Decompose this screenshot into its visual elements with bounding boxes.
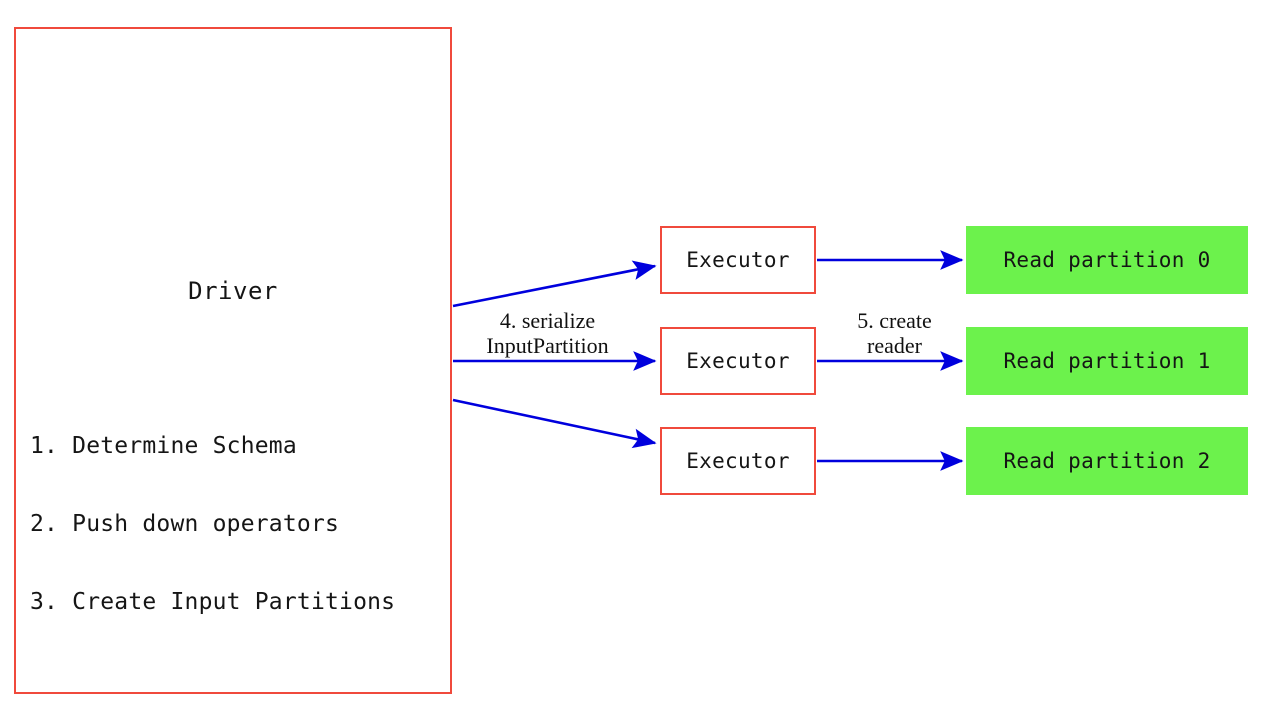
driver-step-2: 2. Push down operators xyxy=(30,511,340,537)
executor-box-2: Executor xyxy=(660,427,816,495)
arrow-label-serialize-input-partition: 4. serialize InputPartition xyxy=(455,308,640,358)
arrow-label-create-reader-line2: reader xyxy=(867,333,922,358)
arrow-driver-to-executor-0 xyxy=(452,260,657,308)
read-partition-box-2: Read partition 2 xyxy=(966,427,1248,495)
arrow-label-serialize-line2: InputPartition xyxy=(486,333,609,358)
executor-box-0: Executor xyxy=(660,226,816,294)
read-partition-label-1: Read partition 1 xyxy=(1003,349,1211,373)
read-partition-label-2: Read partition 2 xyxy=(1003,449,1211,473)
executor-box-1: Executor xyxy=(660,327,816,395)
read-partition-box-0: Read partition 0 xyxy=(966,226,1248,294)
executor-label-2: Executor xyxy=(686,449,790,473)
read-partition-label-0: Read partition 0 xyxy=(1003,248,1211,272)
executor-label-1: Executor xyxy=(686,349,790,373)
arrow-label-create-reader-line1: 5. create xyxy=(857,308,932,333)
driver-step-3: 3. Create Input Partitions xyxy=(30,589,396,615)
executor-label-0: Executor xyxy=(686,248,790,272)
read-partition-box-1: Read partition 1 xyxy=(966,327,1248,395)
arrow-label-create-reader: 5. create reader xyxy=(822,308,967,358)
arrow-driver-to-executor-2 xyxy=(452,398,657,449)
driver-step-1: 1. Determine Schema xyxy=(30,433,297,459)
driver-steps-list: 1. Determine Schema 2. Push down operato… xyxy=(30,381,395,667)
driver-title: Driver xyxy=(188,277,278,305)
arrow-label-serialize-line1: 4. serialize xyxy=(499,308,596,333)
driver-box: Driver 1. Determine Schema 2. Push down … xyxy=(14,27,452,694)
